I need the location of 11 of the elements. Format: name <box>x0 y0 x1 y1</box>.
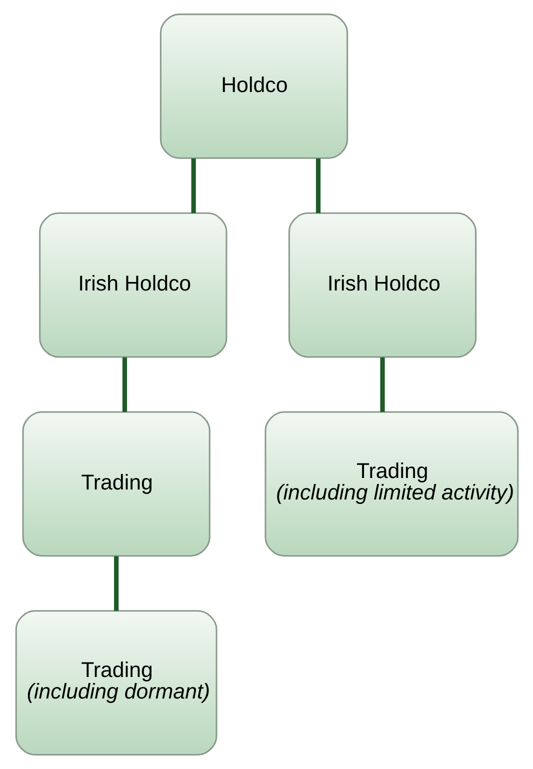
connector <box>122 357 127 412</box>
connector <box>114 556 118 611</box>
node-box: Holdco <box>159 14 348 159</box>
connector <box>190 158 196 214</box>
connector <box>315 158 320 214</box>
node-box: Irish Holdco <box>38 212 227 358</box>
node-box: Trading (including dormant) <box>14 610 217 756</box>
node-box: Trading (including limited activity) <box>264 411 518 557</box>
connector <box>380 357 384 412</box>
node-box: Trading <box>22 411 210 557</box>
node-box: Irish Holdco <box>288 212 476 358</box>
